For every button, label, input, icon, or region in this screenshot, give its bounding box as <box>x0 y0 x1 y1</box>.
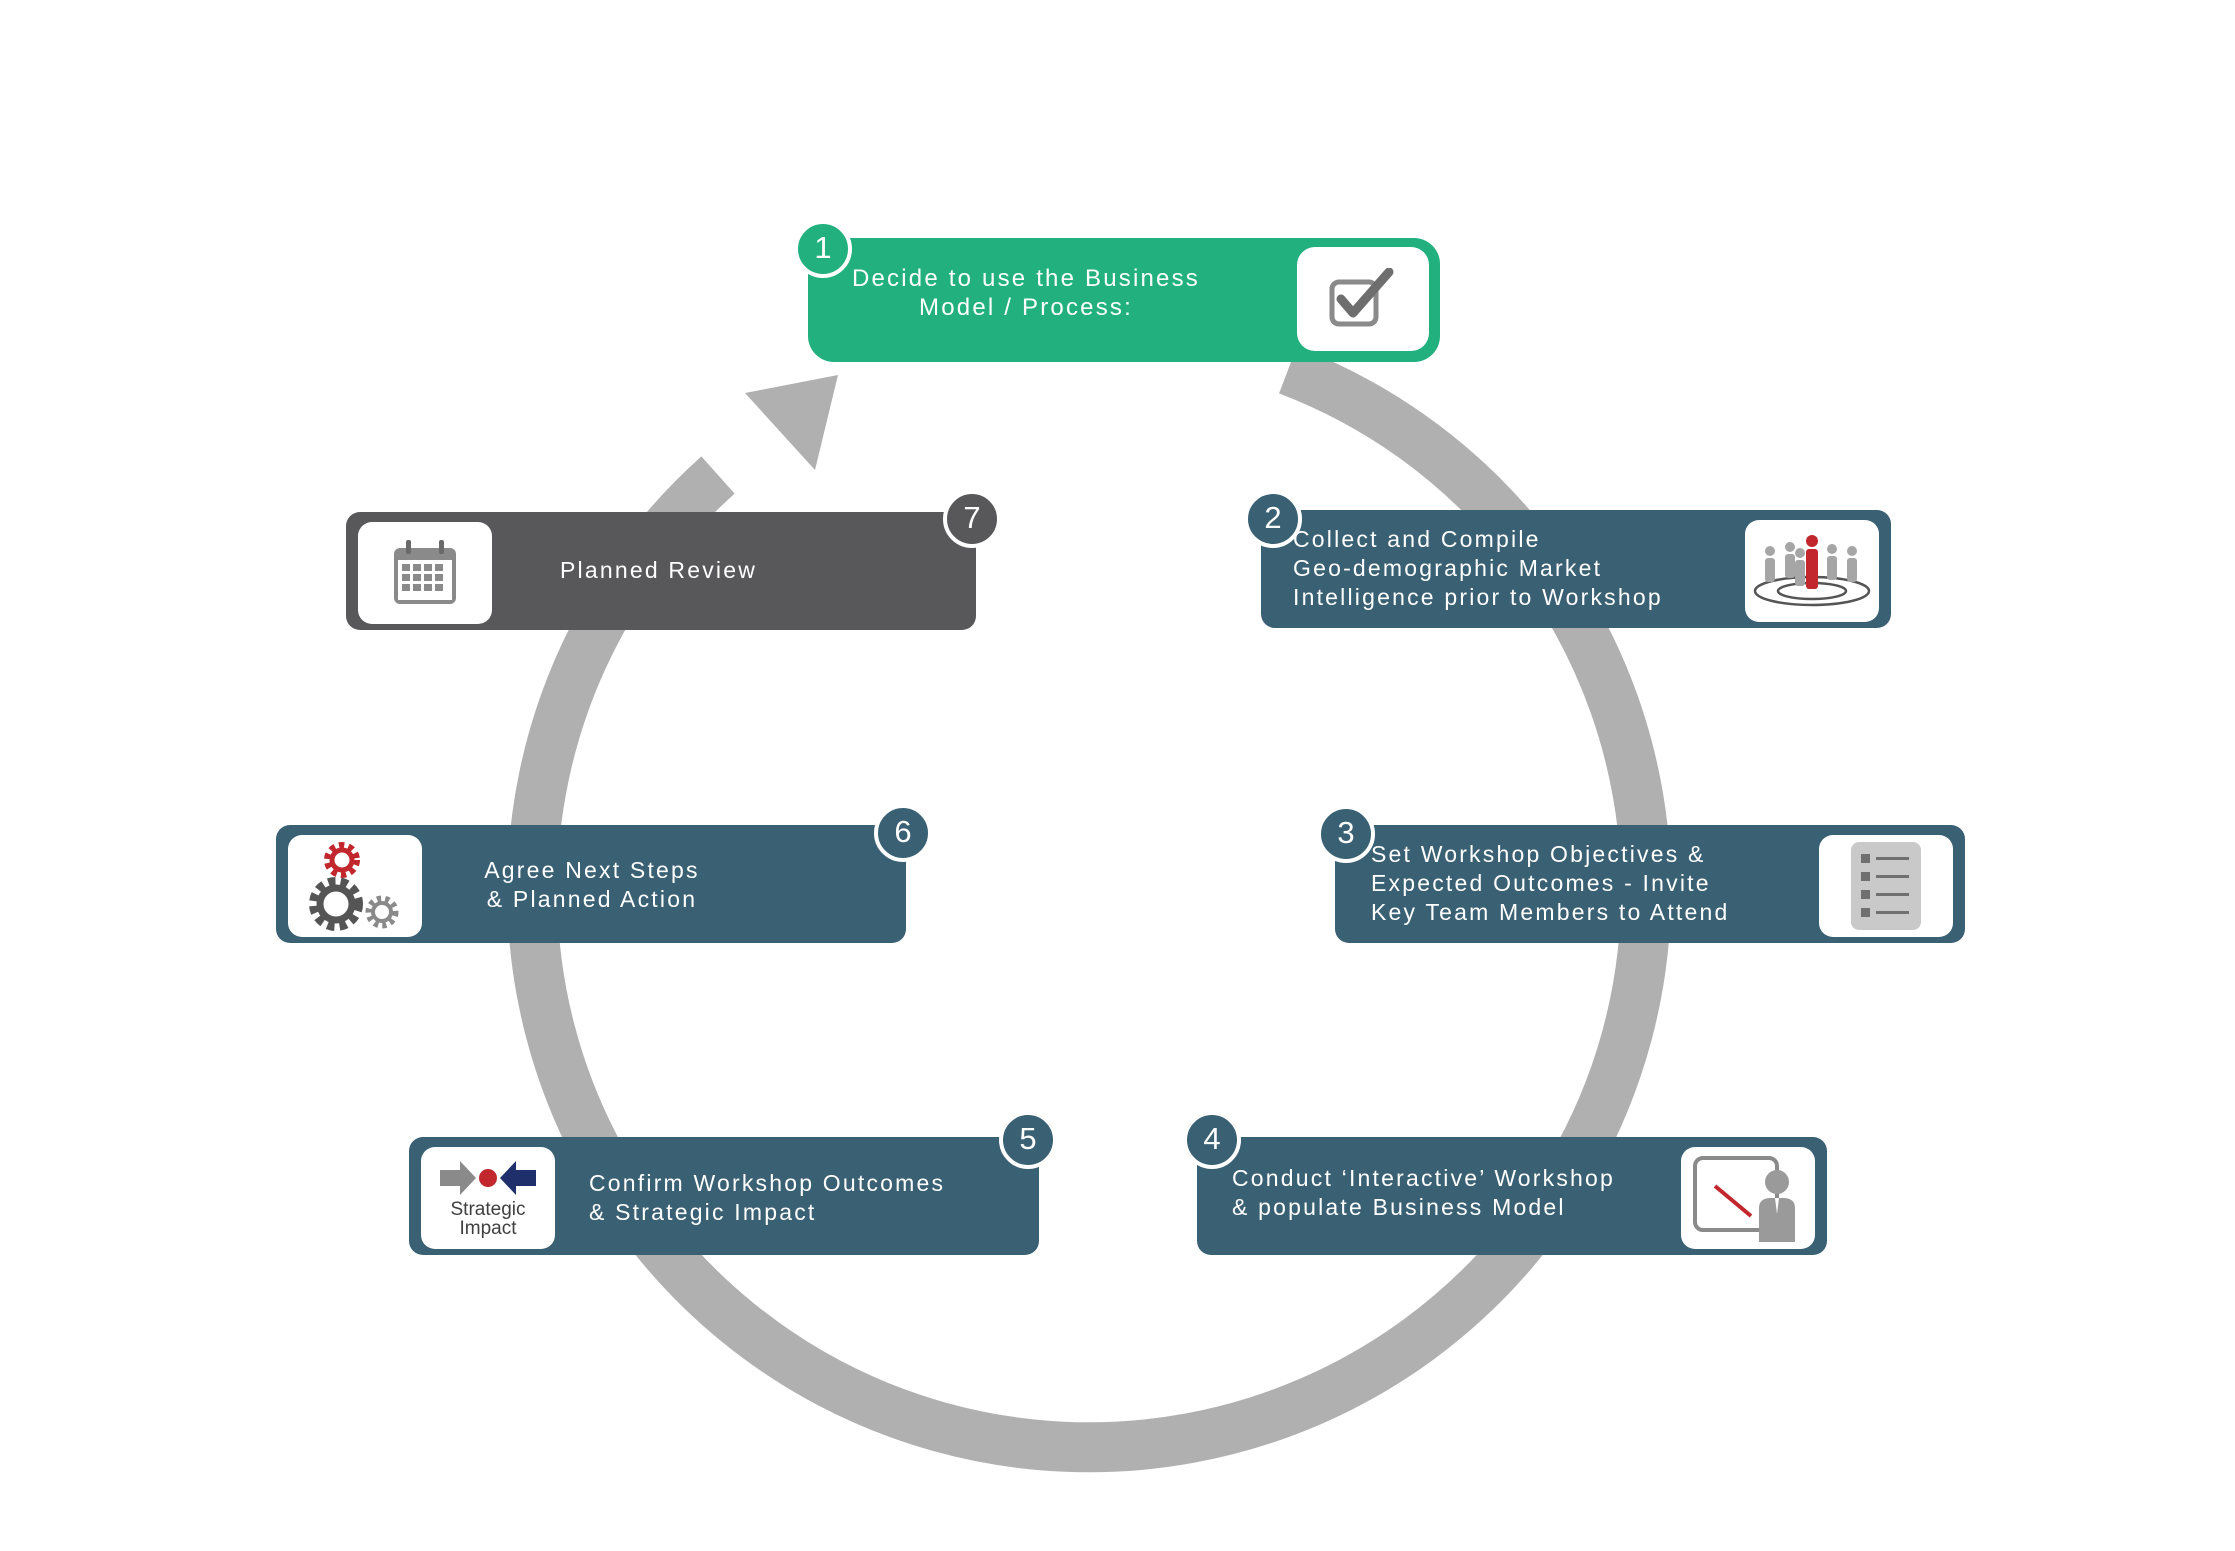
step-1-label: Decide to use the Business Model / Proce… <box>851 265 1201 321</box>
step-6-label: Agree Next Steps & Planned Action <box>484 857 700 912</box>
cycle-arrowhead <box>745 375 838 470</box>
checklist-icon <box>1851 842 1921 930</box>
strategic-impact-text: Strategic Impact <box>450 1199 526 1239</box>
step-4-label: Conduct ‘Interactive’ Workshop & populat… <box>1232 1165 1616 1220</box>
step-2-box: Collect and Compile Geo-demographic Mark… <box>1261 510 1891 628</box>
step-5-label: Confirm Workshop Outcomes & Strategic Im… <box>589 1170 946 1225</box>
step-3-icon-box <box>1819 835 1953 937</box>
step-4-box: Conduct ‘Interactive’ Workshop & populat… <box>1197 1137 1827 1255</box>
step-3-box: Set Workshop Objectives & Expected Outco… <box>1335 825 1965 943</box>
step-2-icon-box <box>1745 520 1879 622</box>
gears-icon <box>309 842 399 931</box>
step-1-number: 1 <box>794 220 852 278</box>
step-1-icon-box <box>1297 247 1429 351</box>
step-5-icon-box: Strategic Impact <box>421 1147 555 1249</box>
step-4-icon-box <box>1681 1147 1815 1249</box>
people-target-icon <box>1753 535 1871 607</box>
step-1-box: Decide to use the Business Model / Proce… <box>808 238 1440 362</box>
checkbox-icon <box>1329 268 1394 327</box>
step-2-label: Collect and Compile Geo-demographic Mark… <box>1293 526 1663 610</box>
step-7-label: Planned Review <box>560 557 758 583</box>
step-7-number: 7 <box>943 490 1001 548</box>
step-5-number: 5 <box>999 1111 1057 1169</box>
step-2-number: 2 <box>1244 490 1302 548</box>
calendar-icon <box>394 540 456 604</box>
step-4-number: 4 <box>1183 1111 1241 1169</box>
step-7-icon-box <box>358 522 492 624</box>
step-3-label: Set Workshop Objectives & Expected Outco… <box>1371 841 1730 925</box>
step-6-icon-box <box>288 835 422 937</box>
step-5-box: Strategic Impact Confirm Workshop Outcom… <box>409 1137 1039 1255</box>
presenter-icon <box>1693 1156 1795 1242</box>
step-7-box: Planned Review <box>346 512 976 630</box>
step-3-number: 3 <box>1317 805 1375 863</box>
strategic-impact-icon <box>440 1161 536 1195</box>
step-6-box: Agree Next Steps & Planned Action <box>276 825 906 943</box>
step-6-number: 6 <box>874 804 932 862</box>
